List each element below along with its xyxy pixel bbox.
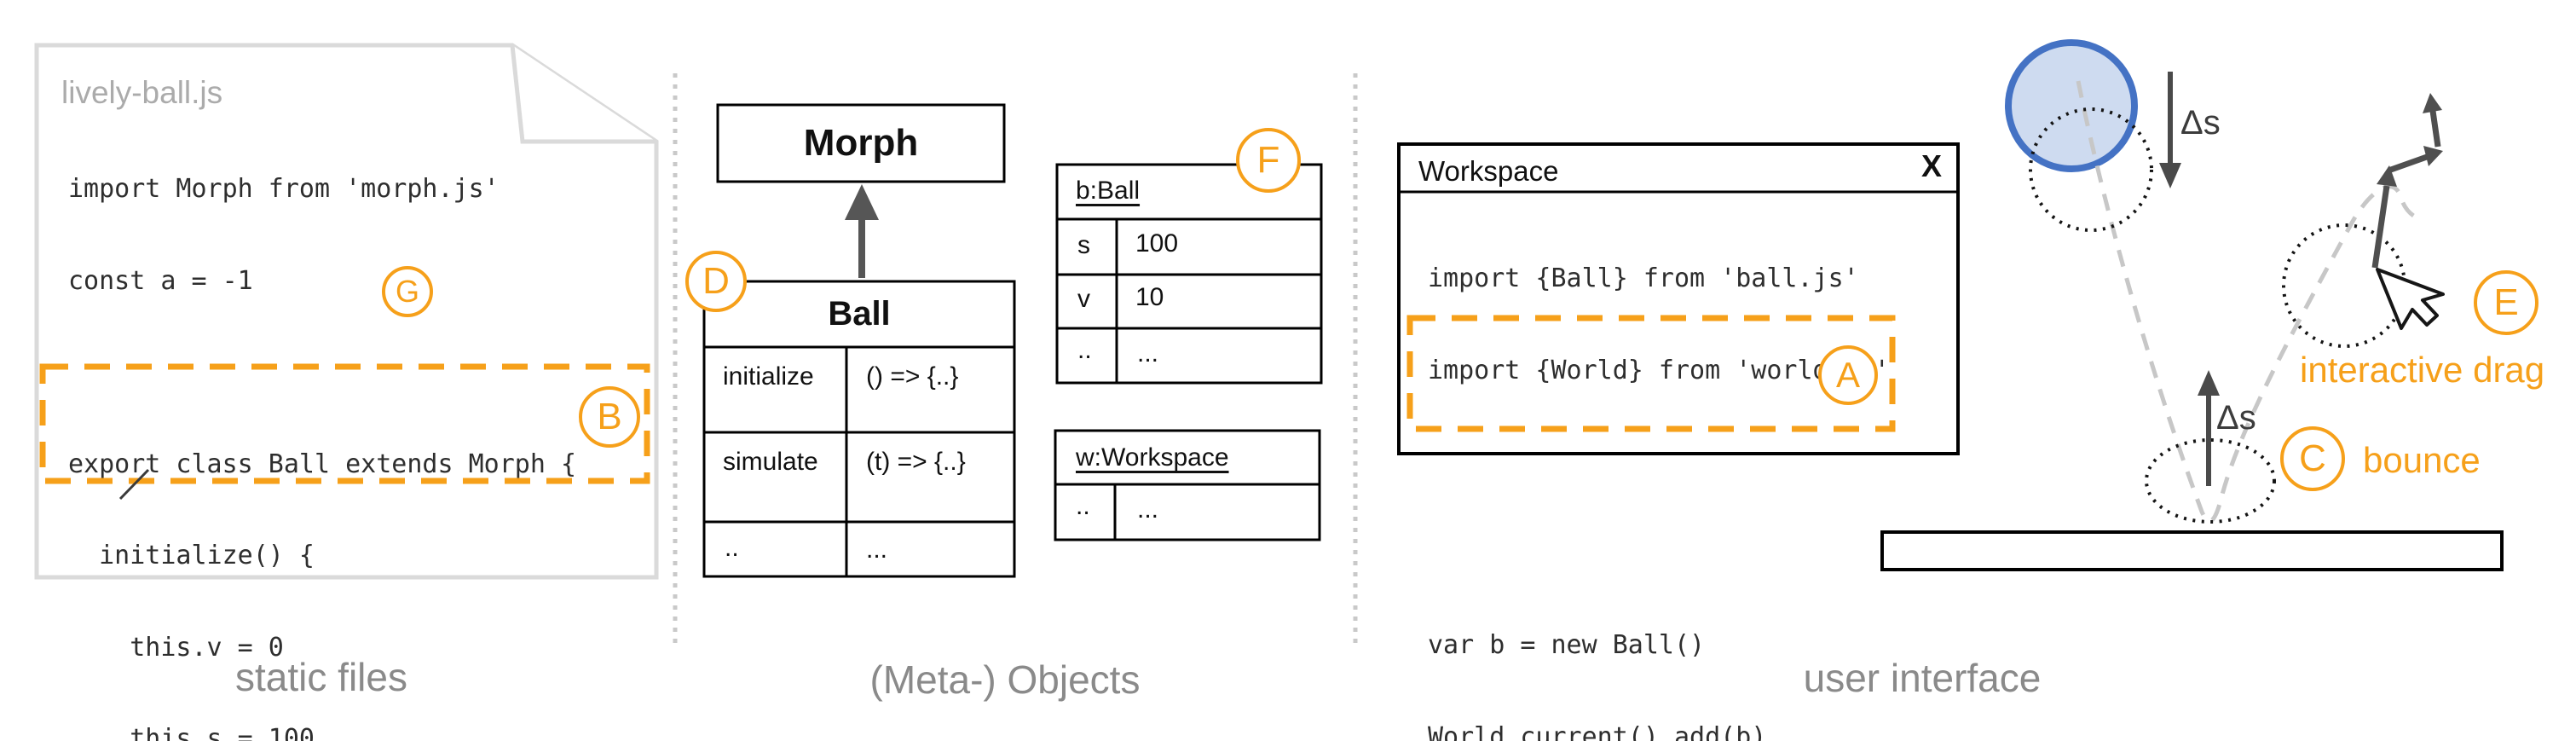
code-line	[1428, 538, 1890, 570]
highlight-box-eval	[1406, 315, 1896, 432]
trajectory-path	[2076, 80, 2425, 524]
code-line	[68, 356, 576, 389]
drag-path-arrowhead	[2377, 165, 2397, 187]
close-icon[interactable]: X	[1920, 148, 1942, 183]
delta-s-label-fall: Δs	[2180, 104, 2221, 142]
ball-class-cell: () => {..}	[866, 362, 959, 391]
code-line: var b = new Ball()	[1428, 630, 1706, 660]
ball-morph	[2005, 39, 2138, 172]
ball-class-cell: (t) => {..}	[866, 448, 966, 476]
floor	[1880, 530, 2504, 571]
code-line: this.v = 0	[68, 632, 284, 663]
delta-arrow-down-head	[2159, 163, 2181, 188]
ball-class-cell: ...	[866, 535, 888, 564]
code-line: World.current().add(b)	[1428, 721, 1767, 741]
file-title: lively-ball.js	[61, 75, 223, 110]
file-page-shape	[34, 43, 659, 580]
drag-path-arrowhead	[2423, 93, 2442, 113]
code-line: export class Ball extends Morph {	[68, 449, 577, 479]
ball-class-title: Ball	[828, 295, 891, 333]
badge-b: B	[579, 386, 640, 448]
badge-a: A	[1818, 345, 1878, 405]
ball-class-box	[702, 280, 1016, 578]
cursor-icon	[2376, 268, 2445, 330]
ball-instance-cell: 100	[1135, 229, 1179, 258]
badge-g: G	[382, 266, 433, 317]
section-label-meta-objects: (Meta-) Objects	[869, 657, 1141, 702]
bounce-label: bounce	[2363, 440, 2481, 480]
morph-class-box	[716, 103, 1006, 183]
comment-strikethrough	[118, 468, 150, 501]
section-label-user-interface: user interface	[1803, 656, 2042, 700]
drag-path-segment	[2371, 185, 2390, 269]
delta-s-label-rise: Δs	[2216, 399, 2256, 437]
workspace-instance-cell: ...	[1137, 495, 1159, 524]
file-fold-corner	[510, 44, 656, 144]
ball-class-cell: ..	[725, 534, 739, 562]
ball-instance-cell: ..	[1077, 336, 1092, 364]
workspace-window-title[interactable]: Workspace	[1418, 155, 1559, 187]
badge-c: C	[2280, 426, 2345, 491]
code-line: this.s = 100	[68, 724, 315, 741]
badge-f: F	[1236, 128, 1301, 193]
badge-d: D	[685, 251, 747, 312]
workspace-instance-title: w:Workspace	[1076, 443, 1229, 472]
interactive-drag-label: interactive drag	[2300, 350, 2545, 390]
drag-path-arrowhead	[2423, 146, 2443, 166]
highlight-box-simulate	[39, 363, 650, 484]
code-line	[1428, 446, 1890, 478]
morph-class-title: Morph	[803, 122, 919, 164]
ghost-ball-squashed	[2145, 438, 2276, 524]
ball-instance-cell: s	[1077, 231, 1090, 259]
badge-e: E	[2474, 270, 2538, 335]
ball-instance-cell: v	[1077, 285, 1090, 313]
section-label-static-files: static files	[235, 655, 407, 699]
ball-instance-cell: 10	[1135, 283, 1164, 311]
code-line: import Morph from 'morph.js'	[68, 174, 500, 204]
workspace-instance-cell: ..	[1076, 492, 1090, 520]
file-code: import Morph from 'morph.js' const a = -…	[68, 113, 576, 741]
ball-instance-title: b:Ball	[1076, 177, 1141, 205]
code-line: initialize() {	[68, 541, 315, 570]
ball-instance-cell: ...	[1137, 339, 1159, 368]
ball-class-cell: simulate	[723, 448, 818, 476]
drag-path-segment	[2429, 110, 2441, 148]
inheritance-arrow-head	[845, 184, 879, 220]
drag-path-segment	[2387, 153, 2429, 174]
ghost-ball-falling	[2029, 107, 2153, 232]
code-line: import {Ball} from 'ball.js'	[1428, 263, 1859, 293]
ball-class-cell: initialize	[723, 362, 814, 391]
code-line: const a = -1	[68, 265, 253, 296]
workspace-window-frame	[1397, 142, 1960, 455]
delta-arrow-up-head	[2198, 370, 2220, 396]
